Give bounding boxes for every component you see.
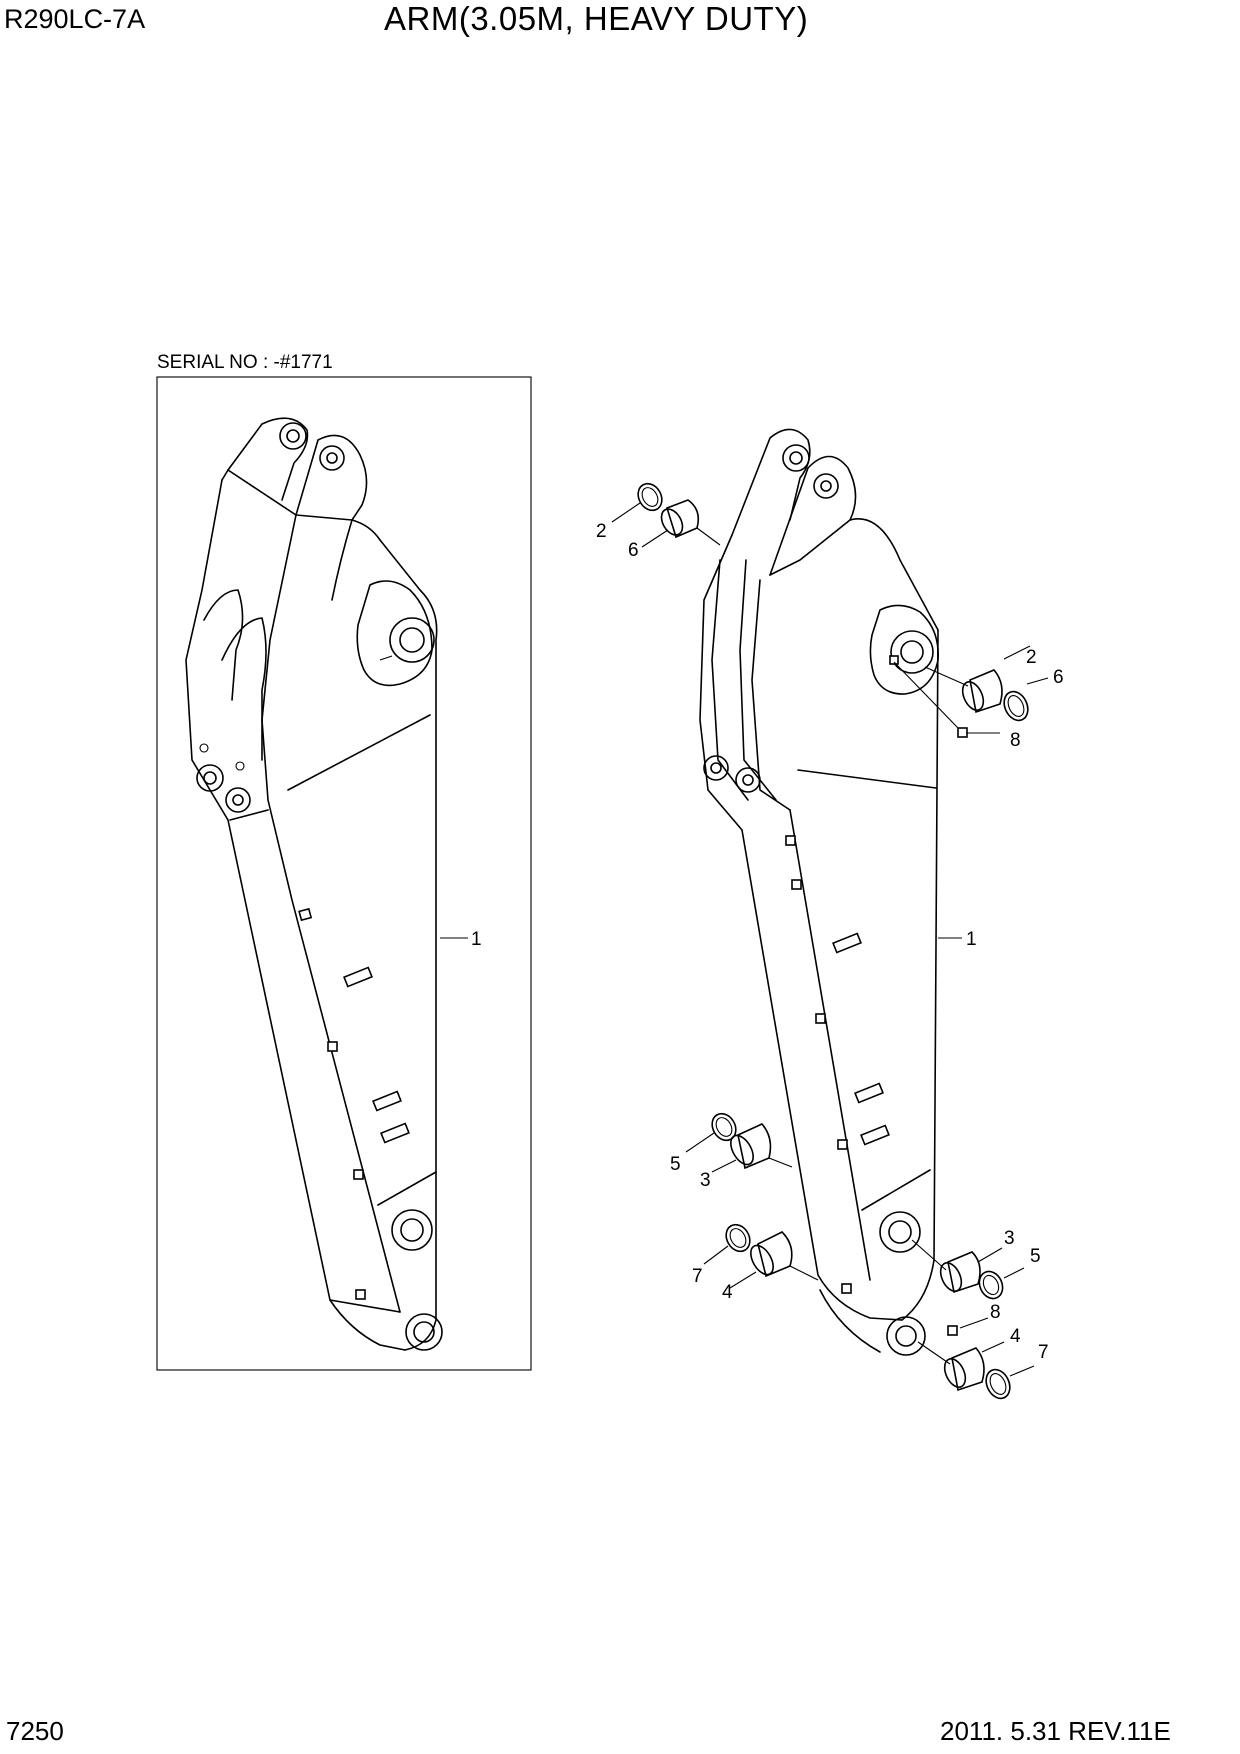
page-title: ARM(3.05M, HEAVY DUTY) — [384, 0, 809, 37]
callout-right-item-3-right: 3 — [1004, 1228, 1015, 1249]
callout-right-item-4-right: 4 — [1010, 1326, 1021, 1347]
callout-right-item-6-upper: 6 — [1053, 667, 1064, 688]
callout-right-item-1: 1 — [966, 929, 977, 950]
callout-right-item-8-lower: 8 — [990, 1302, 1001, 1323]
arm-drawing-right — [699, 428, 939, 1356]
callout-right-item-4-left: 4 — [722, 1282, 733, 1303]
exploded-parts — [637, 482, 1029, 1400]
callout-right-item-5-right: 5 — [1030, 1246, 1041, 1267]
callout-right-item-3-left: 3 — [700, 1170, 711, 1191]
left-view-frame — [156, 376, 532, 1371]
model-code: R290LC-7A — [4, 4, 146, 34]
callout-right-item-2-upper: 2 — [1026, 647, 1037, 668]
callout-right-item-7-right: 7 — [1038, 1342, 1049, 1363]
callout-right-item-7-left: 7 — [692, 1266, 703, 1287]
callout-right-item-8-upper: 8 — [1010, 730, 1021, 751]
serial-number-label: SERIAL NO : -#1771 — [157, 352, 333, 373]
callout-right-item-2-top: 2 — [596, 521, 607, 542]
page-number: 7250 — [6, 1716, 64, 1746]
arm-drawing-left — [185, 417, 443, 1351]
callout-left-item-1: 1 — [471, 929, 482, 950]
callout-right-item-6-top: 6 — [628, 540, 639, 561]
revision-date: 2011. 5.31 REV.11E — [940, 1716, 1171, 1746]
callout-right-item-5-left: 5 — [670, 1154, 681, 1175]
